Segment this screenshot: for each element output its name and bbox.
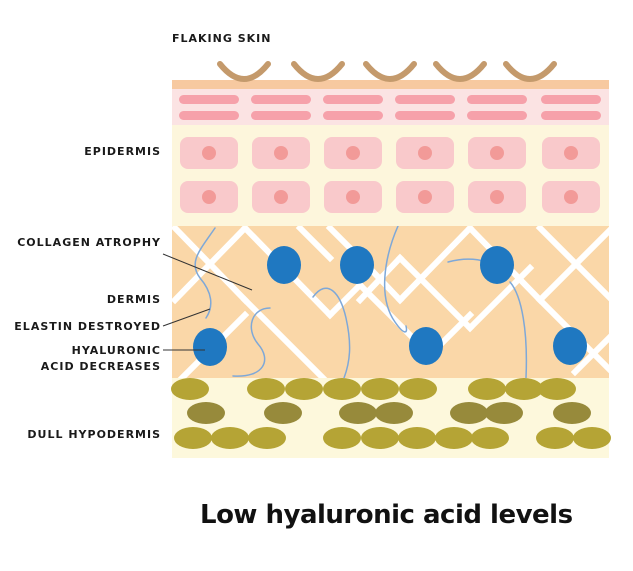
leader-elastin-destroyed (162, 308, 211, 327)
leader-collagen-atrophy (162, 253, 253, 291)
label-collagen-atrophy: COLLAGEN ATROPHY (17, 236, 161, 249)
fat-cell (375, 402, 413, 424)
flake-curve (291, 61, 345, 82)
epidermis-background (172, 125, 609, 226)
cell-nucleus (202, 146, 216, 160)
label-dull-hypodermis: DULL HYPODERMIS (27, 428, 161, 441)
collagen-fiber (172, 226, 250, 305)
label-hyaluronic-line1: HYALURONIC (71, 344, 161, 357)
elastin-fiber (194, 227, 216, 319)
label-flaking-skin: FLAKING SKIN (172, 32, 272, 45)
elastin-fiber (312, 287, 351, 378)
fat-cell (211, 427, 249, 449)
flake-curve (503, 61, 557, 82)
stratum-cell (251, 111, 311, 120)
stratum-cell (251, 95, 311, 104)
stratum-cell (541, 95, 601, 104)
collagen-fiber (240, 295, 328, 378)
diagram-caption: Low hyaluronic acid levels (200, 500, 573, 530)
fat-cell (538, 378, 576, 400)
collagen-fiber (295, 226, 335, 263)
stratum-cell (541, 111, 601, 120)
label-leader-lines (162, 253, 253, 351)
fat-cell (264, 402, 302, 424)
fat-cell (361, 378, 399, 400)
cell-nucleus (274, 146, 288, 160)
elastin-fiber (232, 307, 271, 377)
hyaluronic-acid-molecule (267, 246, 301, 284)
hyaluronic-acid-molecule (480, 246, 514, 284)
fat-cell (435, 427, 473, 449)
stratum-cell (323, 95, 383, 104)
hyaluronic-acid-molecule (553, 327, 587, 365)
label-dermis: DERMIS (106, 293, 161, 306)
collagen-fiber (570, 333, 609, 377)
stratum-cell (395, 111, 455, 120)
fat-cell (553, 402, 591, 424)
stratum-corneum-layer (172, 80, 609, 125)
fat-cell (174, 427, 212, 449)
hypodermis-layer (171, 378, 611, 458)
cell-nucleus (490, 190, 504, 204)
hyaluronic-acid-molecule (340, 246, 374, 284)
epidermis-layer (172, 125, 609, 226)
collagen-fiber (395, 226, 475, 305)
flake-curve (363, 61, 417, 82)
fat-cell (536, 427, 574, 449)
cell-nucleus (418, 190, 432, 204)
dermis-layer (172, 226, 609, 378)
cell-nucleus (564, 146, 578, 160)
elastin-fiber (383, 226, 408, 333)
stratum-cell (179, 95, 239, 104)
fat-cell (285, 378, 323, 400)
fat-cell (339, 402, 377, 424)
hyaluronic-acid-molecule (409, 327, 443, 365)
cell-nucleus (274, 190, 288, 204)
flake-curve (217, 61, 271, 82)
fat-cell (187, 402, 225, 424)
fat-cell (398, 427, 436, 449)
stratum-cell (323, 111, 383, 120)
fat-cell (399, 378, 437, 400)
fat-cell (247, 378, 285, 400)
hyaluronic-acid-molecule (193, 328, 227, 366)
stratum-cell (179, 111, 239, 120)
stratum-top-band (172, 80, 609, 89)
cell-nucleus (418, 146, 432, 160)
cell-nucleus (346, 190, 360, 204)
collagen-fiber (395, 253, 475, 333)
stratum-cell (467, 95, 527, 104)
flaking-skin-group (217, 61, 557, 82)
cell-nucleus (490, 146, 504, 160)
collagen-fiber (535, 226, 609, 305)
fat-cell (505, 378, 543, 400)
fat-cell (471, 427, 509, 449)
fat-cell (323, 378, 361, 400)
cell-nucleus (202, 190, 216, 204)
fat-cell (485, 402, 523, 424)
collagen-fiber (325, 280, 365, 320)
stratum-cell (395, 95, 455, 104)
fat-cell (450, 402, 488, 424)
fat-cell (323, 427, 361, 449)
flake-curve (433, 61, 487, 82)
fat-cell (171, 378, 209, 400)
stratum-cell-band (172, 89, 609, 125)
elastin-fiber (509, 281, 528, 378)
label-hyaluronic-line2: ACID DECREASES (40, 360, 161, 373)
fat-cell (468, 378, 506, 400)
cell-nucleus (564, 190, 578, 204)
cell-nucleus (346, 146, 360, 160)
label-epidermis: EPIDERMIS (84, 145, 161, 158)
stratum-cell (467, 111, 527, 120)
fat-cell (248, 427, 286, 449)
fat-cell (573, 427, 611, 449)
label-elastin-destroyed: ELASTIN DESTROYED (14, 320, 161, 333)
fat-cell (361, 427, 399, 449)
